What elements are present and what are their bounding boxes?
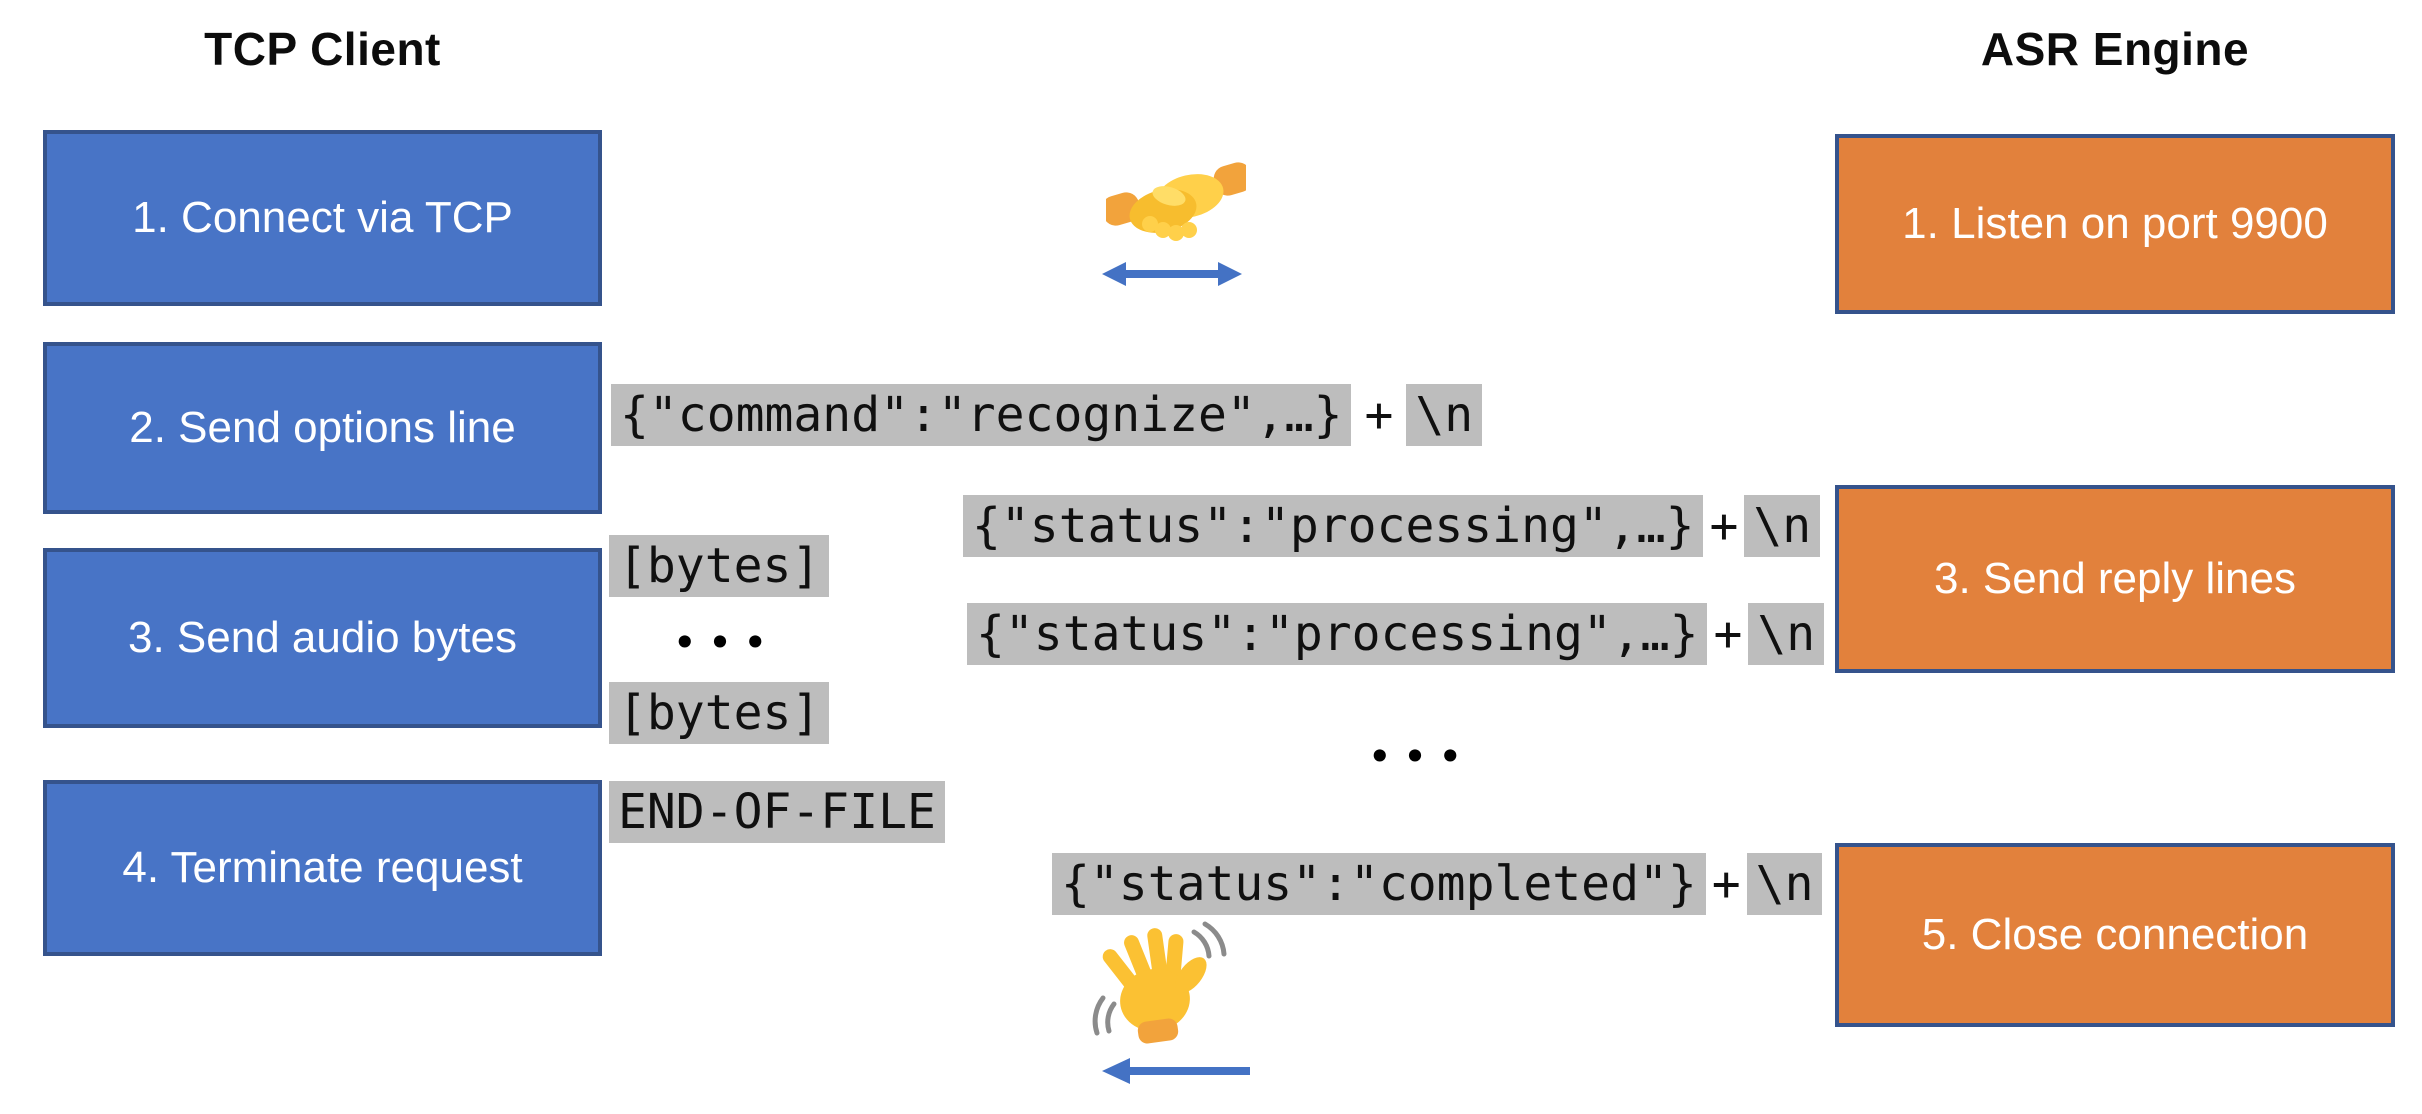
handshake-icon <box>1106 162 1246 241</box>
message-bytes-2: [bytes] <box>609 682 830 744</box>
client-step-box-connect: 1. Connect via TCP <box>43 130 602 306</box>
engine-column-title: ASR Engine <box>1980 23 2250 75</box>
client-step-box-terminate: 4. Terminate request <box>43 780 602 956</box>
waving-hand-icon <box>1092 921 1227 1044</box>
engine-step-box-listen: 1. Listen on port 9900 <box>1835 134 2395 314</box>
newline-token: \n <box>1406 384 1483 446</box>
message-completed-line: {"status":"completed"} + \n <box>1052 853 1823 915</box>
client-stream-ellipsis: ••• <box>672 617 778 667</box>
newline-token: \n <box>1748 603 1825 665</box>
message-processing-line-2: {"status":"processing",…} + \n <box>967 603 1825 665</box>
engine-step-box-close: 5. Close connection <box>1835 843 2395 1027</box>
completed-code-text: {"status":"completed"} <box>1052 853 1706 915</box>
plus-sign: + <box>1364 387 1394 443</box>
message-bytes-1: [bytes] <box>609 535 830 597</box>
command-code-text: {"command":"recognize",…} <box>611 384 1352 446</box>
eof-token: END-OF-FILE <box>609 781 945 843</box>
message-processing-line-1: {"status":"processing",…} + \n <box>963 495 1821 557</box>
engine-step-label-listen: 1. Listen on port 9900 <box>1902 198 2328 248</box>
processing-code-text: {"status":"processing",…} <box>967 603 1708 665</box>
left-right-arrow-icon <box>1102 262 1242 286</box>
client-step-label-connect: 1. Connect via TCP <box>132 192 513 242</box>
bytes-token: [bytes] <box>609 535 830 597</box>
client-step-box-options: 2. Send options line <box>43 342 602 514</box>
client-step-label-terminate: 4. Terminate request <box>122 842 523 892</box>
client-column-title: TCP Client <box>204 23 441 75</box>
processing-code-text: {"status":"processing",…} <box>963 495 1704 557</box>
engine-stream-ellipsis: ••• <box>1367 731 1473 781</box>
message-command-line: {"command":"recognize",…} + \n <box>611 384 1483 446</box>
client-step-box-audio: 3. Send audio bytes <box>43 548 602 728</box>
left-arrow-icon <box>1102 1058 1250 1084</box>
message-end-of-file: END-OF-FILE <box>609 781 945 843</box>
engine-step-label-close: 5. Close connection <box>1921 909 2309 959</box>
plus-sign: + <box>1713 606 1743 662</box>
engine-step-label-reply: 3. Send reply lines <box>1934 553 2296 603</box>
bytes-token: [bytes] <box>609 682 830 744</box>
engine-step-box-reply: 3. Send reply lines <box>1835 485 2395 673</box>
client-step-label-options: 2. Send options line <box>129 402 516 452</box>
newline-token: \n <box>1746 853 1823 915</box>
client-step-label-audio: 3. Send audio bytes <box>128 612 517 662</box>
plus-sign: + <box>1711 856 1741 912</box>
newline-token: \n <box>1744 495 1821 557</box>
plus-sign: + <box>1709 498 1739 554</box>
